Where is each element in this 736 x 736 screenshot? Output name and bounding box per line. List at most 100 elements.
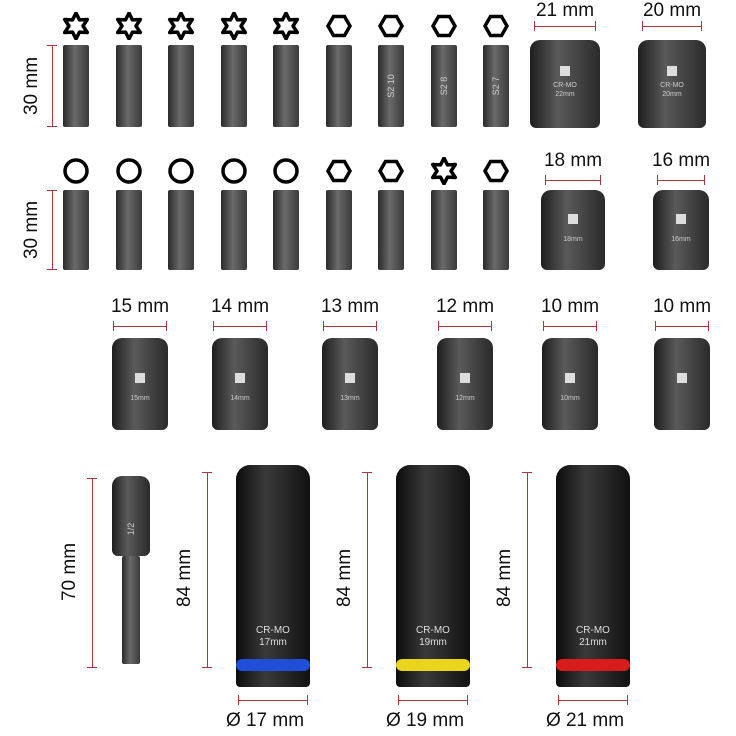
- torx-tip-icon: [430, 156, 458, 186]
- dimension-line: [438, 321, 492, 331]
- brand-logo: [676, 214, 686, 224]
- dimension-line: [398, 695, 468, 705]
- socket: 18mm: [541, 190, 605, 270]
- socket-size-marking: 14mm: [230, 395, 250, 403]
- socket-size-marking: 10mm: [560, 395, 580, 403]
- dimension-line: [362, 472, 372, 668]
- hex-tip-icon: [377, 12, 405, 40]
- dimension-line: [323, 321, 377, 331]
- brand-logo: [135, 372, 145, 383]
- size-label: 10 mm: [652, 296, 712, 317]
- bit-marking: S2 7: [491, 76, 501, 96]
- torx-tip-icon: [272, 11, 300, 41]
- dimension-line: [47, 190, 57, 270]
- bit: [273, 45, 299, 127]
- bit: S2 8: [430, 45, 457, 127]
- torx-tip-icon: [220, 11, 248, 41]
- socket-brand-text: CR-MO: [576, 625, 610, 636]
- dimension-line: [213, 321, 267, 331]
- socket-size-marking: 13mm: [340, 395, 360, 403]
- brand-logo: [460, 372, 470, 383]
- socket-size-marking: 20mm: [662, 91, 682, 99]
- bit-marking: S2 10: [386, 74, 396, 98]
- adapter-marking: 1/2: [126, 522, 136, 536]
- length-label: 84 mm: [494, 548, 515, 608]
- color-ring: [236, 659, 310, 671]
- color-ring: [396, 659, 470, 671]
- bit: [115, 190, 142, 270]
- dimension-line: [558, 695, 628, 705]
- bit: [325, 190, 352, 270]
- bit: [63, 45, 89, 127]
- size-label: 13 mm: [320, 296, 380, 317]
- socket-size-marking: 19mm: [419, 637, 447, 648]
- socket-brand-text: CR-MO: [553, 82, 577, 90]
- dimension-line: [202, 472, 212, 668]
- diameter-label: Ø 19 mm: [385, 710, 465, 731]
- size-label: 21 mm: [535, 0, 595, 21]
- hex-tip-icon: [430, 12, 458, 40]
- socket-size-marking: 15mm: [130, 395, 150, 403]
- bit: [220, 190, 247, 270]
- dimension-line: [47, 45, 57, 127]
- size-label: 10 mm: [540, 296, 600, 317]
- brand-logo: [568, 214, 578, 224]
- bit: [220, 45, 247, 127]
- bit: [168, 45, 194, 127]
- socket-size-marking: 18mm: [563, 236, 583, 244]
- socket-brand-text: CR-MO: [256, 625, 290, 636]
- dimension-line: [238, 695, 308, 705]
- length-label: 84 mm: [334, 548, 355, 608]
- spline-tip-icon: [62, 157, 90, 185]
- bit: [273, 190, 299, 270]
- size-label: 16 mm: [651, 150, 711, 171]
- brand-logo: [667, 66, 677, 77]
- socket-size-marking: 21mm: [579, 637, 607, 648]
- bit: S2 10: [378, 45, 404, 127]
- bit: [378, 190, 404, 270]
- socket-size-marking: 17mm: [259, 637, 287, 648]
- brand-logo: [345, 372, 355, 383]
- size-label: 12 mm: [435, 296, 495, 317]
- socket: 13mm: [322, 338, 378, 430]
- size-label: 15 mm: [110, 296, 170, 317]
- brand-logo: [565, 372, 575, 383]
- hex-tip-icon: [482, 157, 510, 185]
- dimension-label: 30 mm: [21, 56, 42, 116]
- socket-brand-text: CR-MO: [660, 82, 684, 90]
- dimension-line: [655, 321, 709, 331]
- torx-tip-icon: [62, 11, 90, 41]
- dimension-label: 70 mm: [59, 542, 80, 602]
- bit: [430, 190, 457, 270]
- socket-size-marking: 22mm: [555, 91, 575, 99]
- bit: [168, 190, 194, 270]
- size-label: 18 mm: [543, 150, 603, 171]
- hex-tip-icon: [377, 157, 405, 185]
- socket: [654, 338, 710, 430]
- length-label: 84 mm: [174, 548, 195, 608]
- dimension-line: [534, 21, 596, 31]
- diameter-label: Ø 21 mm: [545, 710, 625, 731]
- socket: 15mm: [112, 338, 168, 430]
- brand-logo: [560, 66, 570, 77]
- dimension-line: [113, 321, 167, 331]
- hex-tip-icon: [482, 12, 510, 40]
- spline-tip-icon: [220, 157, 248, 185]
- torx-tip-icon: [115, 11, 143, 41]
- brand-logo: [235, 372, 245, 383]
- socket: 12mm: [437, 338, 493, 430]
- bit: S2 7: [483, 45, 509, 127]
- adapter-shank: [122, 556, 140, 664]
- bit: [325, 45, 352, 127]
- socket: 14mm: [212, 338, 268, 430]
- dimension-line: [657, 175, 705, 185]
- bit-marking: S2 8: [438, 76, 449, 96]
- diameter-label: Ø 17 mm: [225, 710, 305, 731]
- socket-size-marking: 12mm: [455, 395, 475, 403]
- size-label: 20 mm: [642, 0, 702, 21]
